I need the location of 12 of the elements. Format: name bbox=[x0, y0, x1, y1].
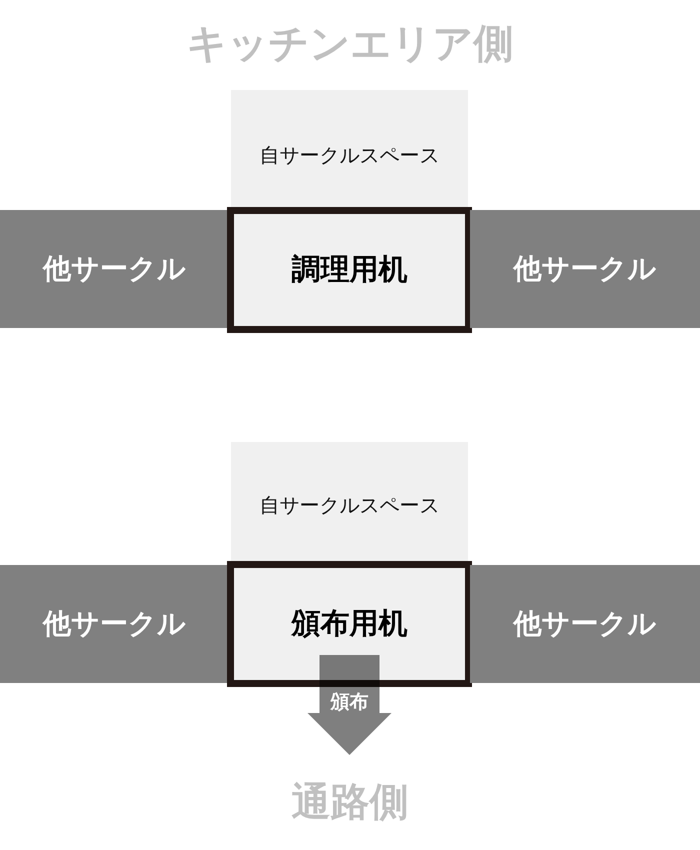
neighbor-band: 他サークル bbox=[0, 565, 229, 683]
table-box: 調理用机 bbox=[227, 207, 472, 333]
block-arrow bbox=[308, 655, 392, 755]
neighbor-band: 他サークル bbox=[0, 210, 229, 328]
table-box: 頒布用机 bbox=[227, 561, 472, 687]
neighbor-band: 他サークル bbox=[470, 210, 700, 328]
title: キッチンエリア側 bbox=[186, 20, 514, 68]
space-area: 自サークルスペース bbox=[231, 90, 468, 207]
edge-label: 頒布 bbox=[330, 691, 368, 713]
area-label: 通路側 bbox=[292, 779, 408, 827]
space-area: 自サークルスペース bbox=[231, 442, 468, 561]
neighbor-band: 他サークル bbox=[470, 565, 700, 683]
